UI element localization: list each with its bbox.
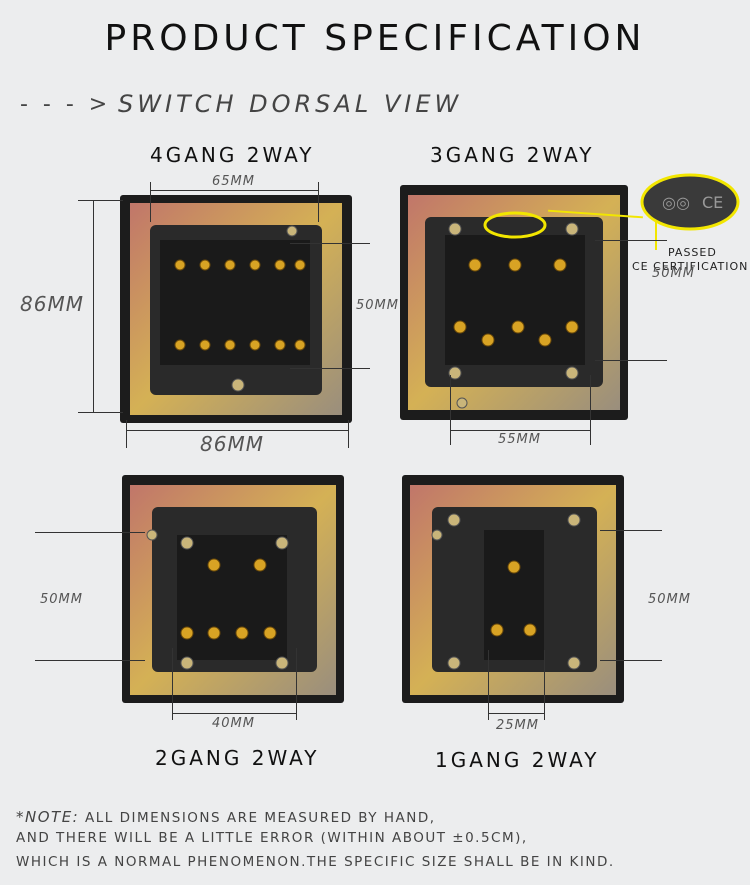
switch-2gang-image: [122, 475, 344, 703]
note-line-3: WHICH IS A NORMAL PHENOMENON.THE SPECIFI…: [16, 854, 615, 870]
panel-4gang-label: 4GANG 2WAY: [150, 143, 315, 167]
dim-line: [35, 532, 145, 533]
dim-tick: [450, 375, 451, 445]
dim-tick: [488, 650, 489, 720]
page-title: PRODUCT SPECIFICATION: [104, 18, 646, 59]
dim-line: [78, 200, 123, 201]
svg-text:◎◎: ◎◎: [662, 193, 690, 212]
note-prefix: *NOTE:: [16, 808, 80, 826]
switch-4gang-image: [120, 195, 352, 423]
dim-label-2gang-width: 40MM: [212, 716, 255, 731]
dim-tick: [348, 420, 349, 448]
dim-line: [600, 660, 662, 661]
dim-line: [600, 530, 662, 531]
callout-line: [655, 222, 657, 250]
dim-line: [595, 240, 667, 241]
panel-1gang-label: 1GANG 2WAY: [435, 748, 600, 772]
dim-line: [290, 243, 370, 244]
switch-3gang-image: [400, 185, 628, 420]
dim-tick: [150, 182, 151, 222]
dim-line: [290, 368, 370, 369]
note-text-1: ALL DIMENSIONS ARE MEASURED BY HAND,: [85, 810, 436, 826]
dim-tick: [590, 375, 591, 445]
dim-label-2gang-height: 50MM: [40, 592, 83, 607]
panel-2gang-label: 2GANG 2WAY: [155, 746, 320, 770]
dim-label-3gang-height: 50MM: [652, 266, 695, 281]
dim-line: [150, 190, 318, 191]
dim-line: [35, 660, 145, 661]
dim-tick: [172, 648, 173, 720]
dim-line: [450, 430, 590, 431]
dim-label-4gang-width: 65MM: [212, 174, 255, 189]
dim-label-outer-width: 86MM: [200, 432, 264, 456]
badge-passed: PASSED: [668, 246, 717, 259]
note-line-2: AND THERE WILL BE A LITTLE ERROR (WITHIN…: [16, 830, 528, 846]
dim-label-outer-height: 86MM: [20, 292, 84, 316]
dim-line: [172, 713, 296, 714]
dim-tick: [126, 420, 127, 448]
dim-line: [78, 412, 123, 413]
section-subtitle: SWITCH DORSAL VIEW: [118, 90, 463, 118]
dim-label-1gang-height: 50MM: [648, 592, 691, 607]
dim-label-3gang-width: 55MM: [498, 432, 541, 447]
dim-tick: [296, 648, 297, 720]
ce-mark-zoom-icon: ◎◎ CE: [640, 173, 740, 231]
dim-line: [595, 360, 667, 361]
dim-line: [488, 713, 544, 714]
dim-tick: [544, 650, 545, 720]
dashed-arrow-icon: - - - >: [20, 92, 112, 117]
switch-1gang-image: [402, 475, 624, 703]
badge-ce-certification: CE CERTIFICATION: [632, 260, 749, 273]
dim-line: [93, 200, 94, 412]
dim-line: [126, 430, 348, 431]
note-line-1: *NOTE: ALL DIMENSIONS ARE MEASURED BY HA…: [16, 808, 436, 826]
dim-label-4gang-height: 50MM: [356, 298, 399, 313]
dim-tick: [318, 182, 319, 222]
panel-3gang-label: 3GANG 2WAY: [430, 143, 595, 167]
dim-label-1gang-width: 25MM: [496, 718, 539, 733]
svg-text:CE: CE: [702, 193, 723, 212]
